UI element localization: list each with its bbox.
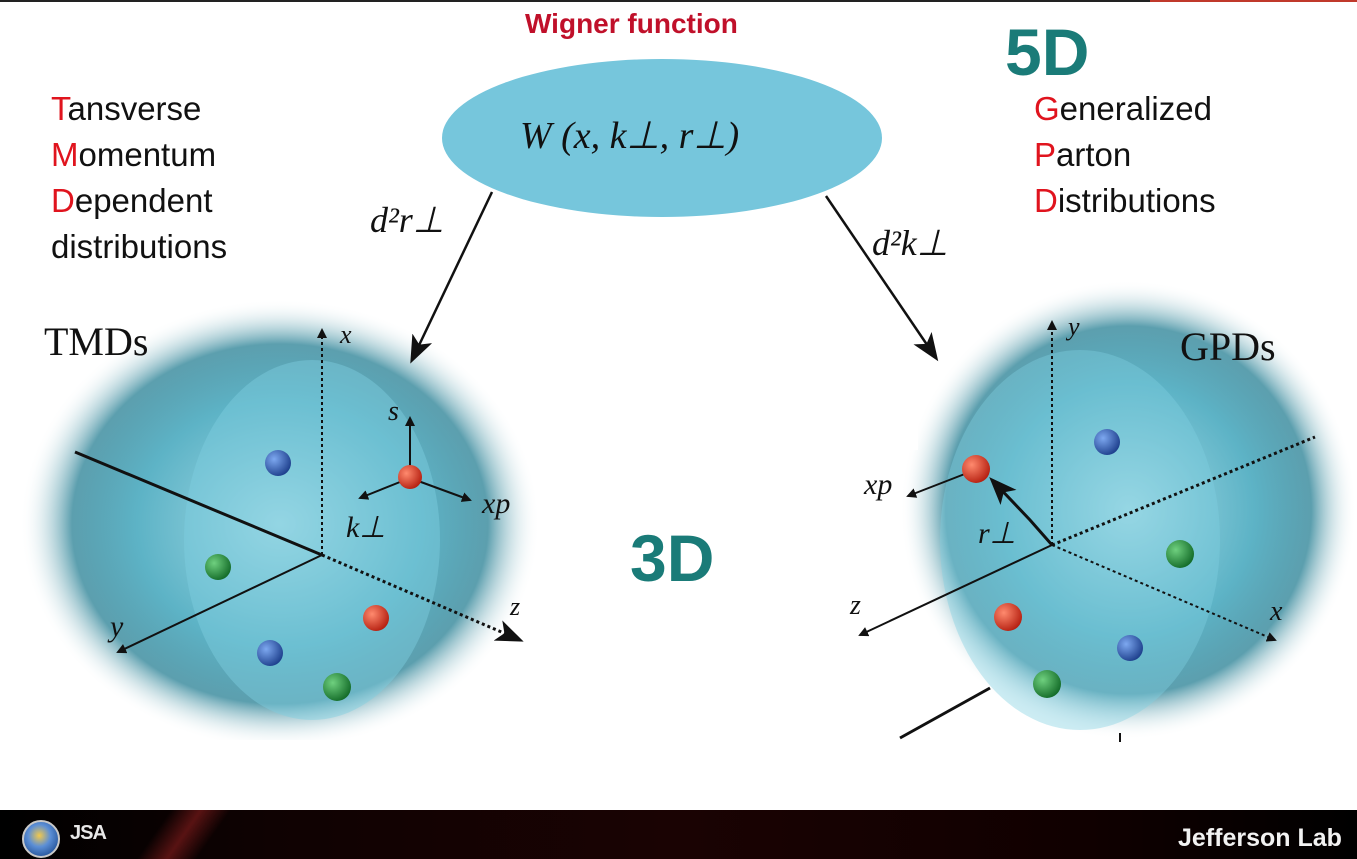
acronym-row: Momentum (51, 136, 217, 173)
doe-seal-icon (22, 820, 60, 858)
tmd-axis-x-label: x (339, 320, 352, 349)
tmd-k-label: k⊥ (346, 511, 385, 544)
quark-blue (265, 450, 291, 476)
acronym-row: Tansverse (51, 90, 202, 127)
top-rule-accent (1150, 0, 1357, 2)
quark-green (1166, 540, 1194, 568)
footer-bar: JSA Jefferson Lab (0, 810, 1357, 859)
footer-decoration (121, 810, 239, 859)
quark-red (398, 465, 422, 489)
quark-green (323, 673, 351, 701)
quark-red (363, 605, 389, 631)
top-rule (0, 0, 1357, 2)
wigner-ellipse (442, 59, 882, 217)
tmds-label: TMDs (44, 319, 149, 364)
left-projection-arrow (410, 191, 494, 364)
slide-title: Wigner function (525, 8, 738, 39)
label-3d: 3D (630, 521, 715, 595)
gpd-cloud (860, 280, 1357, 740)
jsa-logo: JSA (70, 822, 107, 844)
quark-blue (1094, 429, 1120, 455)
right-projection-arrow (824, 195, 939, 362)
left-arrow-label: d²r⊥ (370, 200, 444, 240)
right-arrow-label: d²k⊥ (872, 223, 948, 263)
acronym-row: Dependent (51, 182, 213, 219)
quark-blue (1117, 635, 1143, 661)
gpd-axis-z-label: z (849, 590, 861, 621)
jefferson-lab-logo: Jefferson Lab (1178, 824, 1342, 852)
tmd-acronym: Tansverse Momentum Dependent distributio… (51, 86, 227, 270)
gpd-acronym: Generalized Parton Distributions (1034, 86, 1216, 224)
gpd-axis-y-label: y (1065, 312, 1080, 341)
gpd-xp-label: xp (863, 468, 892, 501)
quark-red (994, 603, 1022, 631)
tmd-axis-z-label: z (509, 592, 520, 621)
tmd-spin-label: s (388, 396, 399, 427)
quark-green (1033, 670, 1061, 698)
ellipse-formula: W (x, k⊥, r⊥) (520, 115, 739, 157)
quark-blue (257, 640, 283, 666)
tmd-axis-y-label: y (107, 610, 124, 643)
label-5d: 5D (1005, 15, 1090, 89)
quark-red (962, 455, 990, 483)
tmd-xp-label: xp (481, 487, 510, 520)
acronym-row: Generalized (1034, 90, 1212, 127)
gpd-axis-x-label: x (1269, 596, 1283, 627)
quark-green (205, 554, 231, 580)
acronym-row: Parton (1034, 136, 1132, 173)
acronym-row: Distributions (1034, 182, 1216, 219)
gpds-label: GPDs (1180, 324, 1276, 369)
acronym-row: distributions (51, 228, 228, 265)
gpd-axes (858, 320, 1316, 742)
gpd-r-label: r⊥ (978, 517, 1016, 550)
